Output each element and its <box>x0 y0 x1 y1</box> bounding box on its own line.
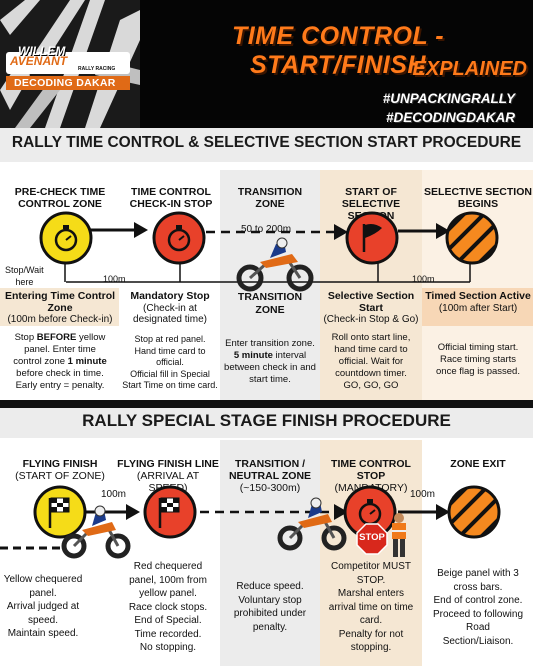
start-col-1-bg <box>0 170 119 400</box>
finish-section-title: RALLY SPECIAL STAGE FINISH PROCEDURE <box>82 411 451 430</box>
logo-text-2: AVENANT <box>10 54 68 68</box>
red-flag-icon <box>345 211 399 265</box>
start-section-title: RALLY TIME CONTROL & SELECTIVE SECTION S… <box>11 134 522 151</box>
motorcycle-icon <box>236 237 314 292</box>
section-divider <box>0 400 533 408</box>
decoding-dakar-logo: WILLEM AVENANT RALLY RACING DECODING DAK… <box>0 0 140 128</box>
start-head-1: PRE-CHECK TIME CONTROL ZONE <box>14 186 106 210</box>
hashtag-unpacking: #UNPACKINGRALLY <box>382 91 515 106</box>
motorcycle-finish-2-icon <box>277 497 347 551</box>
start-head-2: TIME CONTROL CHECK-IN STOP <box>129 186 213 210</box>
logo-text-1: WILLEM <box>18 44 66 58</box>
start-col-3-bg <box>220 170 320 400</box>
logo-text-3: RALLY RACING <box>78 66 116 72</box>
start-label-4: Selective Section Start(Check-in Stop & … <box>323 290 419 325</box>
motorcycle-finish-1-icon <box>61 505 131 559</box>
start-label-3: TRANSITION ZONE <box>237 291 303 316</box>
finish-dist-1: 100m <box>101 489 127 500</box>
yellow-chequered-flag-icon <box>33 485 87 539</box>
hashtag-decoding: #DECODINGDAKAR <box>385 110 515 125</box>
page-subtitle: EXPLAINED <box>412 58 527 80</box>
finish-track-diagram <box>0 504 450 550</box>
finish-head-1: FLYING FINISH(START OF ZONE) <box>15 458 105 482</box>
marshal-icon <box>392 513 406 557</box>
finish-head-5: ZONE EXIT <box>450 458 506 470</box>
start-head-5: SELECTIVE SECTION BEGINS <box>424 186 532 210</box>
start-track-diagram <box>64 222 471 283</box>
finish-dist-2: 100m <box>410 489 436 500</box>
start-label-1-bg <box>0 288 119 326</box>
finish-orange-end-zone-icon <box>447 485 501 539</box>
start-label-2-bg <box>122 288 220 326</box>
header-banner: WILLEM AVENANT RALLY RACING DECODING DAK… <box>0 0 533 128</box>
start-dist-right: 100m <box>412 274 435 284</box>
stop-sign-icon <box>356 523 388 555</box>
start-label-5: Timed Section Active(100m after Start) <box>425 290 531 314</box>
finish-col-3-bg <box>220 440 320 666</box>
start-label-5-bg <box>422 288 533 326</box>
start-label-2: Mandatory Stop(Check-in at designated ti… <box>130 290 210 325</box>
yellow-stopwatch-icon <box>39 211 93 265</box>
start-section-title-band <box>0 128 533 162</box>
start-col-4-bg <box>320 170 422 400</box>
red-stopwatch-icon <box>152 211 206 265</box>
finish-head-3: TRANSITION / NEUTRAL ZONE(~150-300m) <box>228 458 312 494</box>
logo-text-4: DECODING DAKAR <box>14 77 116 89</box>
stop-sign-text: STOP <box>359 532 385 543</box>
start-dist-left: 100m <box>103 274 126 284</box>
start-label-1: Entering Time Control Zone(100m before C… <box>4 290 116 325</box>
start-head-3: TRANSITION ZONE <box>237 186 303 210</box>
finish-section-title-band <box>0 408 533 438</box>
start-dist-mid: 50 to 200m <box>241 224 292 235</box>
orange-end-zone-icon <box>445 211 499 265</box>
start-desc-5: Official timing start.Race timing starts… <box>436 342 520 377</box>
start-col-5-bg <box>422 170 533 400</box>
red-chequered-flag-icon <box>143 485 197 539</box>
page-title: TIME CONTROL - START/FINISH <box>231 22 445 79</box>
